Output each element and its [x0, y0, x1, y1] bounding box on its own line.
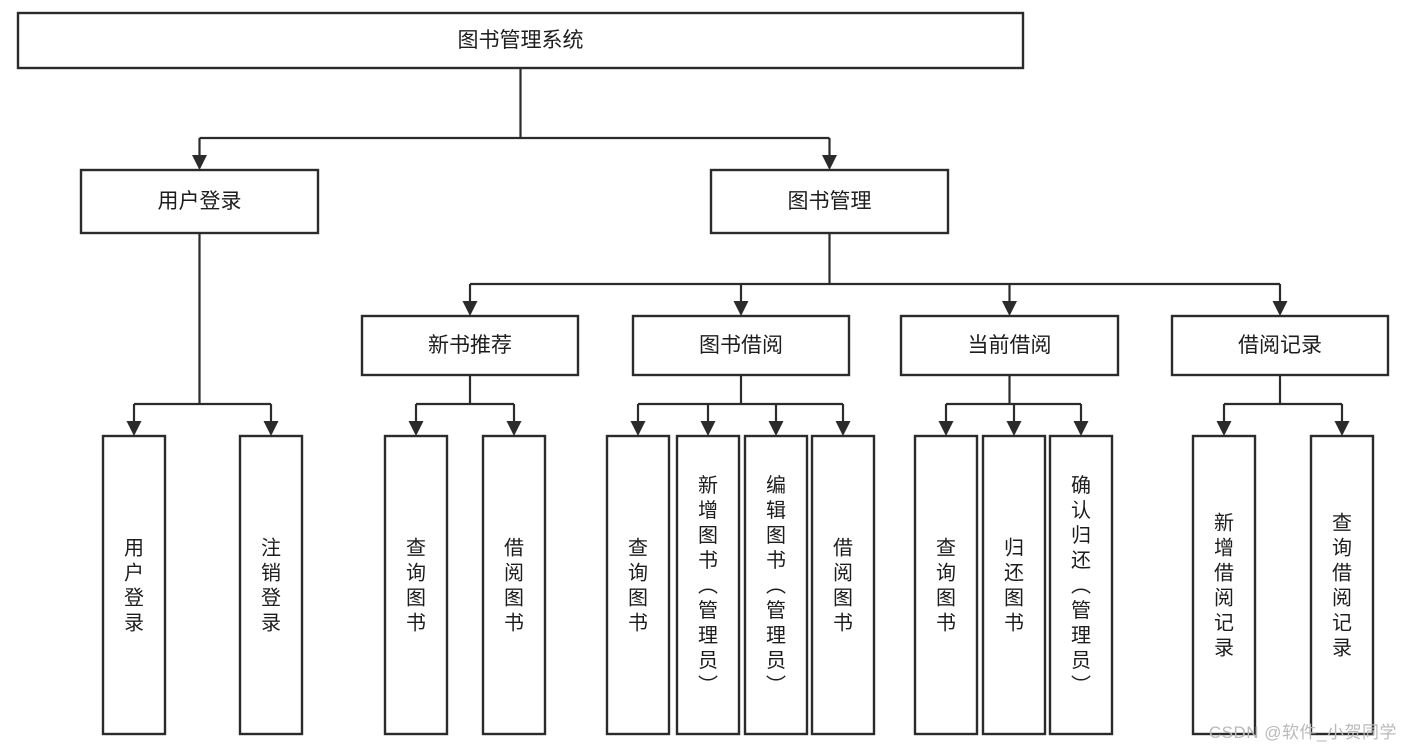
node-current-borrow[interactable]: 当前借阅 [899, 314, 1120, 377]
node-label: 确认归还︵管理员︶ [1071, 474, 1091, 697]
node-label: 图书借阅 [699, 334, 783, 357]
node-box[interactable] [79, 168, 320, 235]
arrow-head-icon [263, 421, 279, 436]
node-label: 查询图书 [406, 537, 426, 635]
node-label: 借阅图书 [833, 537, 853, 635]
node-box[interactable] [605, 434, 671, 736]
arrow-head-icon [1216, 421, 1232, 436]
node-box[interactable] [101, 434, 167, 736]
node-label: 图书管理 [788, 190, 872, 213]
node-box[interactable] [383, 434, 449, 736]
node-box[interactable] [899, 314, 1120, 377]
arrow-head-icon [126, 421, 142, 436]
node-label: 用户登录 [158, 190, 242, 213]
arrow-head-icon [630, 421, 646, 436]
node-book-management[interactable]: 图书管理 [709, 168, 950, 235]
node-label: 新增借阅记录 [1214, 512, 1234, 660]
node-label: 新书推荐 [428, 334, 512, 357]
node-label: 用户登录 [124, 538, 144, 635]
node-box[interactable] [238, 434, 304, 736]
node-box[interactable] [1191, 434, 1257, 736]
node-leaf-confirm-return-admin[interactable]: 确认归还︵管理员︶ [1048, 434, 1114, 736]
node-box[interactable] [709, 168, 950, 235]
node-book-borrow[interactable]: 图书借阅 [631, 314, 851, 377]
node-label: 编辑图书︵管理员︶ [766, 474, 786, 697]
node-label: 查询图书 [628, 537, 648, 635]
node-box[interactable] [981, 434, 1047, 736]
node-leaf-logout[interactable]: 注销登录 [238, 434, 304, 736]
node-label: 借阅图书 [504, 537, 524, 635]
node-box[interactable] [631, 314, 851, 377]
node-box[interactable] [743, 434, 809, 736]
arrow-head-icon [1272, 301, 1288, 316]
node-label: 注销登录 [261, 537, 281, 635]
nodes-layer: 图书管理系统用户登录图书管理新书推荐图书借阅当前借阅借阅记录用户登录注销登录查询… [16, 11, 1390, 736]
node-box[interactable] [810, 434, 876, 736]
node-label: 归还图书 [1004, 537, 1024, 635]
arrow-head-icon [700, 421, 716, 436]
node-box[interactable] [360, 314, 580, 377]
node-borrow-records[interactable]: 借阅记录 [1170, 314, 1390, 377]
arrow-head-icon [1002, 301, 1017, 316]
node-leaf-edit-book-admin[interactable]: 编辑图书︵管理员︶ [743, 434, 809, 736]
node-label: 查询借阅记录 [1332, 512, 1352, 660]
arrow-head-icon [506, 421, 522, 436]
arrow-head-icon [822, 155, 837, 170]
node-leaf-query-books-recommend[interactable]: 查询图书 [383, 434, 449, 736]
node-box[interactable] [913, 434, 979, 736]
arrow-head-icon [1334, 421, 1350, 436]
node-user-login[interactable]: 用户登录 [79, 168, 320, 235]
watermark-label: CSDN @软件_小贺同学 [1208, 723, 1397, 742]
node-label: 借阅记录 [1238, 334, 1322, 357]
arrow-head-icon [192, 155, 207, 170]
arrow-head-icon [462, 301, 478, 316]
node-leaf-add-book-admin[interactable]: 新增图书︵管理员︶ [675, 434, 741, 736]
node-leaf-user-login[interactable]: 用户登录 [101, 434, 167, 736]
arrow-head-icon [768, 421, 784, 436]
node-new-book-recommend[interactable]: 新书推荐 [360, 314, 580, 377]
node-leaf-return-books[interactable]: 归还图书 [981, 434, 1047, 736]
node-box[interactable] [16, 11, 1025, 70]
node-box[interactable] [1309, 434, 1375, 736]
node-label: 图书管理系统 [458, 29, 584, 52]
node-leaf-borrow-books-recommend[interactable]: 借阅图书 [481, 434, 547, 736]
node-box[interactable] [1048, 434, 1114, 736]
arrow-head-icon [835, 421, 851, 436]
arrow-head-icon [938, 421, 954, 436]
node-box[interactable] [481, 434, 547, 736]
node-leaf-add-borrow-record[interactable]: 新增借阅记录 [1191, 434, 1257, 736]
node-leaf-query-books-current[interactable]: 查询图书 [913, 434, 979, 736]
node-box[interactable] [1170, 314, 1390, 377]
arrow-head-icon [1006, 421, 1022, 436]
node-leaf-query-books-borrow[interactable]: 查询图书 [605, 434, 671, 736]
node-root[interactable]: 图书管理系统 [16, 11, 1025, 70]
arrow-head-icon [733, 301, 749, 316]
node-leaf-query-borrow-record[interactable]: 查询借阅记录 [1309, 434, 1375, 736]
node-leaf-borrow-books[interactable]: 借阅图书 [810, 434, 876, 736]
node-label: 查询图书 [936, 537, 956, 635]
node-box[interactable] [675, 434, 741, 736]
arrow-head-icon [408, 421, 424, 436]
connectors-layer [126, 68, 1350, 436]
node-label: 当前借阅 [968, 334, 1052, 357]
arrow-head-icon [1073, 421, 1089, 436]
node-label: 新增图书︵管理员︶ [698, 474, 718, 697]
